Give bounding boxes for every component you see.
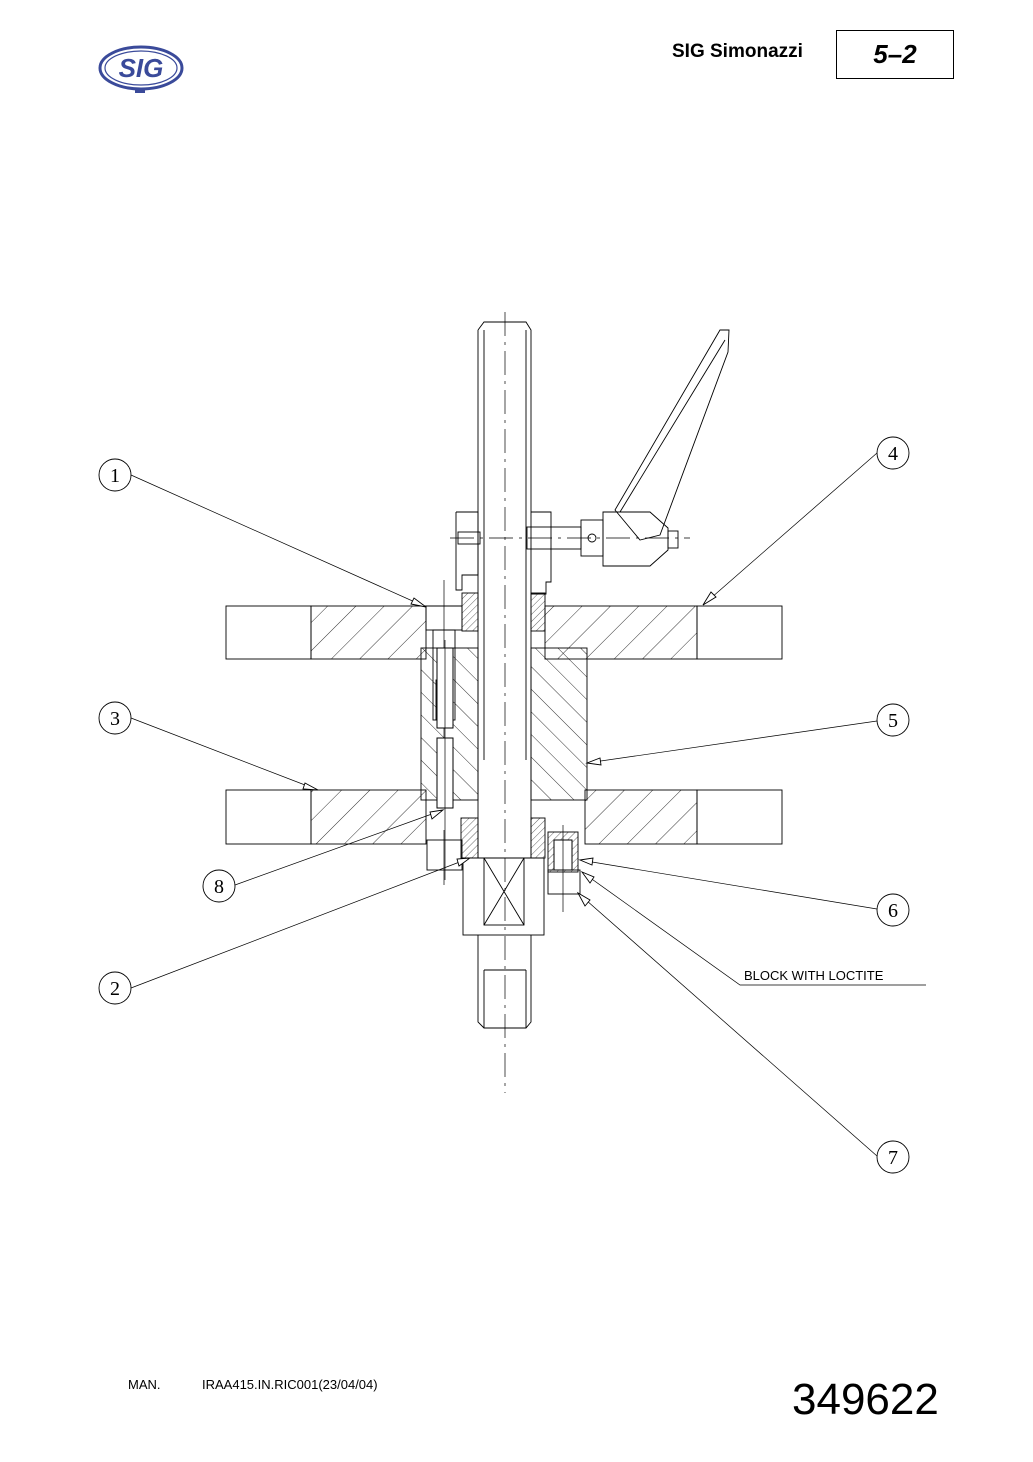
callout-8: 8	[214, 876, 224, 898]
sig-logo: SIG	[98, 45, 184, 93]
callout-6: 6	[888, 900, 898, 922]
footer-code: 349622	[792, 1375, 939, 1424]
brand-name: SIG Simonazzi	[672, 41, 803, 62]
drawing-body	[98, 312, 926, 1174]
callout-1: 1	[110, 465, 120, 487]
callout-2: 2	[110, 978, 120, 1000]
page-number: 5–2	[836, 30, 954, 79]
footer-doc-ref: IRAA415.IN.RIC001(23/04/04)	[202, 1377, 378, 1392]
loctite-annotation: BLOCK WITH LOCTITE	[744, 968, 884, 983]
callout-5: 5	[888, 710, 898, 732]
footer-man-label: MAN.	[128, 1377, 161, 1392]
logo-text: SIG	[119, 53, 164, 83]
callout-4: 4	[888, 443, 898, 465]
callout-3: 3	[110, 708, 120, 730]
callout-7: 7	[888, 1147, 898, 1169]
